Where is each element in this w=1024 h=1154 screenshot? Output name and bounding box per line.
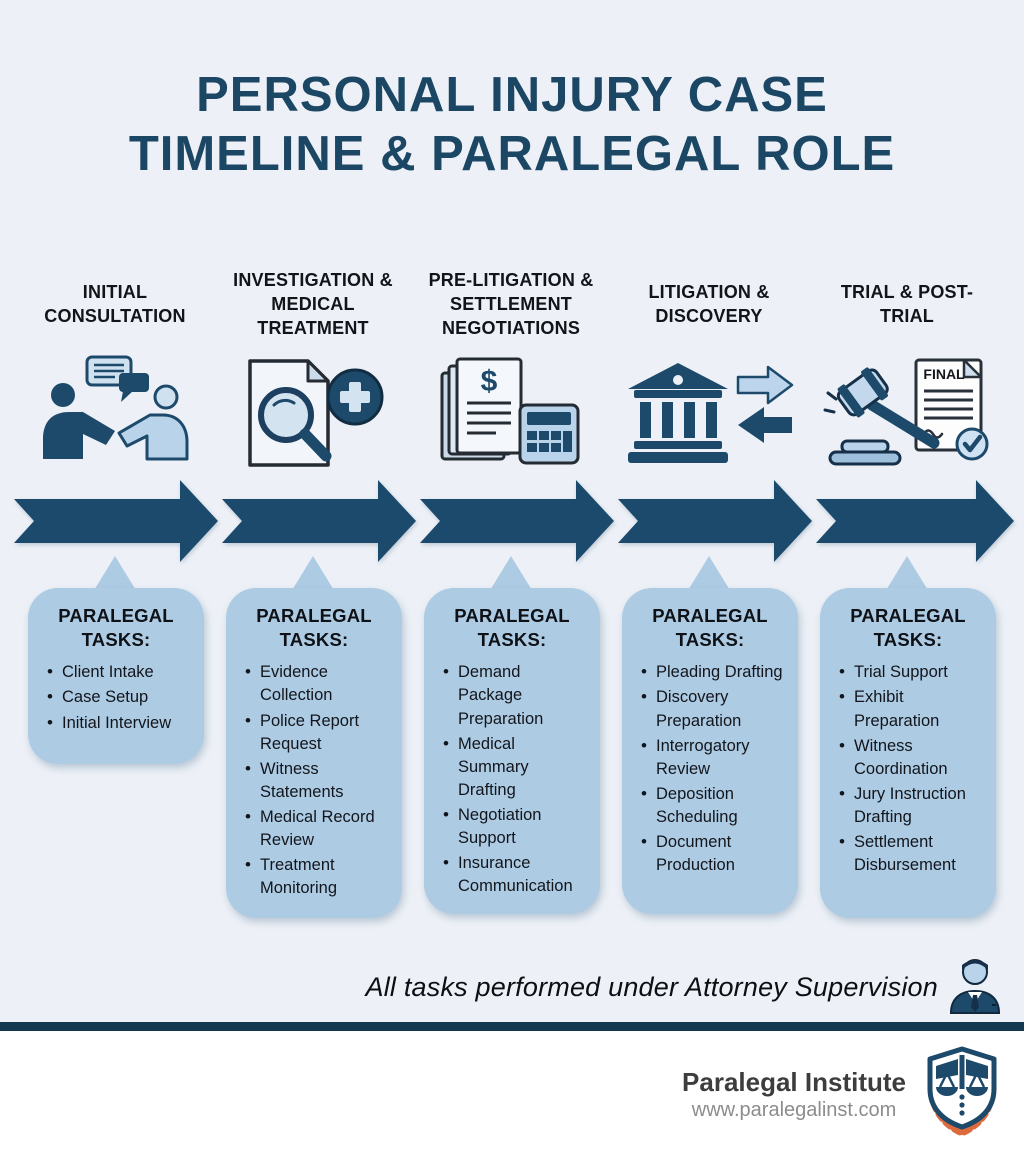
task-item: Document Production: [641, 830, 786, 877]
paralegal-institute-logo-icon: [922, 1045, 1002, 1144]
task-item: Discovery Preparation: [641, 685, 786, 732]
courthouse-exchange-arrows-icon: [614, 348, 804, 476]
task-item: Insurance Communication: [443, 851, 588, 898]
page-title: PERSONAL INJURY CASE TIMELINE & PARALEGA…: [0, 66, 1024, 184]
task-item: Interrogatory Review: [641, 734, 786, 781]
footer-org-name: Paralegal Institute: [682, 1066, 906, 1097]
task-heading: PARALEGAL TASKS:: [652, 605, 768, 650]
task-item: Medical Summary Drafting: [443, 732, 588, 802]
task-box-pre-litigation: PARALEGAL TASKS: Demand Package Preparat…: [424, 588, 600, 914]
task-item: Trial Support: [839, 660, 984, 684]
gavel-final-judgment-icon: FINAL: [812, 348, 1002, 476]
task-heading: PARALEGAL TASKS:: [256, 605, 372, 650]
stage-header-pre-litigation: PRE-LITIGATION & SETTLEMENT NEGOTIATIONS: [428, 270, 594, 338]
timeline-arrow-5: [816, 480, 1014, 562]
footer: Paralegal Institute www.paralegalinst.co…: [0, 1031, 1024, 1154]
task-item: Exhibit Preparation: [839, 685, 984, 732]
task-heading: PARALEGAL TASKS:: [454, 605, 570, 650]
timeline-arrow-2: [222, 480, 416, 562]
task-heading: PARALEGAL TASKS:: [850, 605, 966, 650]
attorney-icon: [948, 955, 1002, 1020]
task-item: Deposition Scheduling: [641, 782, 786, 829]
page-title-line2: TIMELINE & PARALEGAL ROLE: [128, 126, 896, 181]
document-magnifier-medical-icon: [218, 348, 408, 476]
task-item: Witness Statements: [245, 757, 390, 804]
task-item: Medical Record Review: [245, 805, 390, 852]
task-heading: PARALEGAL TASKS:: [58, 605, 174, 650]
task-item: Client Intake: [47, 660, 192, 684]
timeline-arrow-1: [14, 480, 218, 562]
final-label: FINAL: [923, 366, 965, 382]
task-item: Pleading Drafting: [641, 660, 786, 684]
task-item: Demand Package Preparation: [443, 660, 588, 730]
timeline-arrow-4: [618, 480, 812, 562]
task-item: Witness Coordination: [839, 734, 984, 781]
task-item: Negotiation Support: [443, 803, 588, 850]
handshake-consultation-icon: [20, 348, 210, 476]
task-list: Evidence Collection Police Report Reques…: [234, 660, 394, 900]
task-box-investigation: PARALEGAL TASKS: Evidence Collection Pol…: [226, 588, 402, 918]
dollar-symbol: $: [481, 365, 498, 398]
task-list: Trial Support Exhibit Preparation Witnes…: [828, 660, 988, 877]
timeline-arrow-band: [0, 478, 1024, 564]
stage-header-litigation: LITIGATION & DISCOVERY: [648, 282, 770, 326]
task-box-litigation: PARALEGAL TASKS: Pleading Drafting Disco…: [622, 588, 798, 914]
task-box-trial: PARALEGAL TASKS: Trial Support Exhibit P…: [820, 588, 996, 918]
task-item: Case Setup: [47, 685, 192, 709]
task-box-initial-consultation: PARALEGAL TASKS: Client Intake Case Setu…: [28, 588, 204, 764]
task-item: Jury Instruction Drafting: [839, 782, 984, 829]
task-item: Evidence Collection: [245, 660, 390, 707]
stage-header-trial: TRIAL & POST-TRIAL: [840, 282, 974, 326]
stage-header-initial-consultation: INITIAL CONSULTATION: [44, 282, 186, 326]
stage-header-investigation: INVESTIGATION & MEDICAL TREATMENT: [233, 270, 393, 338]
page-title-line1: PERSONAL INJURY CASE: [196, 68, 828, 122]
task-item: Treatment Monitoring: [245, 853, 390, 900]
footer-website: www.paralegalinst.com: [691, 1099, 897, 1122]
supervision-note: All tasks performed under Attorney Super…: [366, 956, 1002, 1018]
footer-divider-bar: [0, 1022, 1024, 1031]
timeline-arrow-3: [420, 480, 614, 562]
task-item: Initial Interview: [47, 711, 192, 735]
task-item: Police Report Request: [245, 709, 390, 756]
task-list: Demand Package Preparation Medical Summa…: [432, 660, 592, 898]
task-list: Client Intake Case Setup Initial Intervi…: [36, 660, 196, 735]
settlement-documents-calculator-icon: $: [416, 348, 606, 476]
supervision-note-text: All tasks performed under Attorney Super…: [365, 971, 938, 1002]
task-list: Pleading Drafting Discovery Preparation …: [630, 660, 790, 877]
task-item: Settlement Disbursement: [839, 830, 984, 877]
